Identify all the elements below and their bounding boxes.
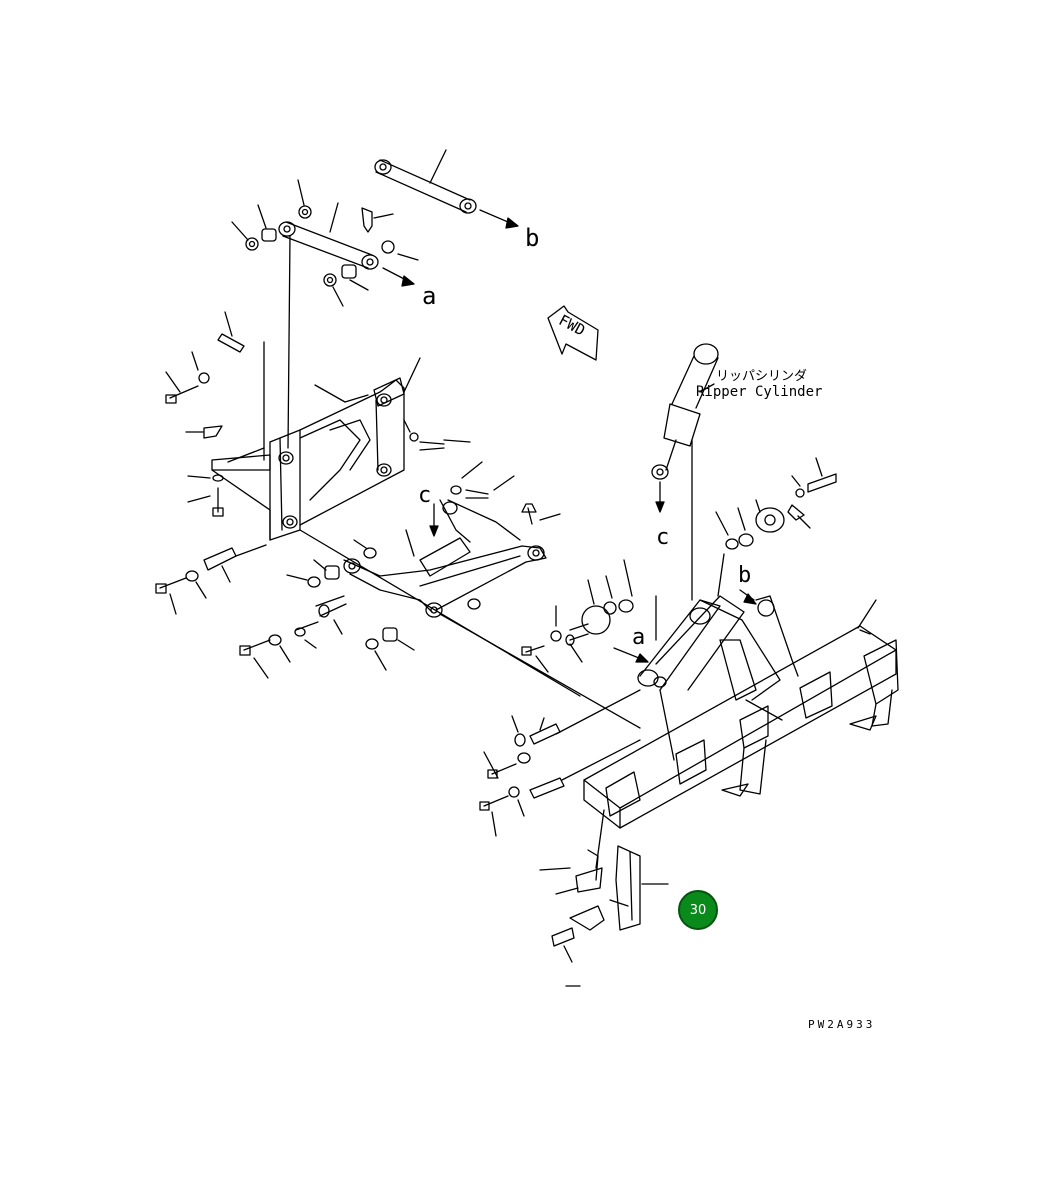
ripper-cylinder xyxy=(651,343,719,601)
fwd-label: FWD xyxy=(556,311,588,340)
label-c-left: c xyxy=(418,483,431,508)
link-rod-a xyxy=(231,179,419,307)
frame-pins xyxy=(479,689,641,837)
right-hardware xyxy=(521,457,837,673)
ripper-tooth xyxy=(539,809,669,987)
left-lower-hardware xyxy=(155,544,415,679)
fwd-arrow-icon xyxy=(547,305,599,361)
drawing-code: PW2A933 xyxy=(808,1018,875,1031)
label-c-right: c xyxy=(656,525,669,550)
label-b-right: b xyxy=(738,563,751,588)
ripper-beam-frame xyxy=(583,595,899,829)
callout-hotspot-30[interactable]: 30 xyxy=(678,890,718,930)
ripper-lift-arm xyxy=(299,419,641,729)
cylinder-label-jp: リッパシリンダ xyxy=(716,369,807,384)
label-b-top: b xyxy=(525,224,539,252)
cylinder-label-en: Ripper Cylinder xyxy=(696,384,822,400)
link-rod-b xyxy=(374,149,519,229)
label-a-top: a xyxy=(422,282,436,310)
left-bracket-assembly xyxy=(165,235,421,541)
label-a-right: a xyxy=(632,625,645,650)
